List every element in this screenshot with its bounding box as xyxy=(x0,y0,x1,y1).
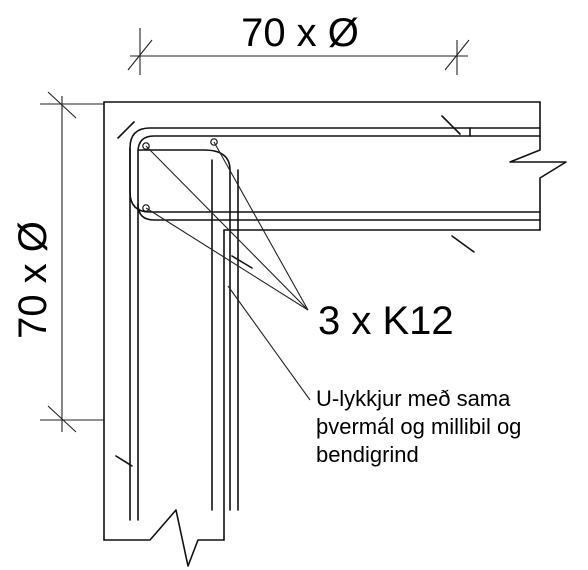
outer-rebar-inner-line xyxy=(137,135,541,521)
left-dimension-tick-bottom xyxy=(47,405,77,433)
top-dimension-tick-right xyxy=(444,39,470,71)
beam-break-symbol xyxy=(509,101,567,231)
left-dimension-tick-top xyxy=(47,91,77,119)
u-loop-horizontal-lower xyxy=(129,147,541,213)
concrete-outline xyxy=(103,101,567,567)
top-dimension-label: 70 x Ø xyxy=(241,11,359,55)
left-dimension-label: 70 x Ø xyxy=(11,221,55,339)
hook-5 xyxy=(231,255,253,269)
note-line-3: bendigrind xyxy=(316,442,419,467)
u-loop-vertical-right xyxy=(137,149,231,511)
u-loop-note: U-lykkjur með sama þvermál og millibil o… xyxy=(316,386,521,467)
note-leader xyxy=(227,285,311,401)
leader-2 xyxy=(213,141,309,311)
top-dimension-tick-left xyxy=(127,39,153,71)
note-line-1: U-lykkjur með sama xyxy=(316,386,511,411)
leader-1 xyxy=(145,145,309,311)
hook-3 xyxy=(451,235,475,253)
u-loop-horizontal-lower-2 xyxy=(137,203,541,221)
hook-4 xyxy=(115,455,133,467)
left-dimension: 70 x Ø xyxy=(11,91,104,433)
note-line-2: þvermál og millibil og xyxy=(316,414,521,439)
hook-2 xyxy=(441,115,461,135)
hook-1 xyxy=(117,121,135,139)
rebar-label: 3 x K12 xyxy=(318,299,454,343)
top-dimension: 70 x Ø xyxy=(127,11,470,75)
leader-3 xyxy=(145,207,309,311)
rebar-callouts: 3 x K12 xyxy=(142,138,454,401)
column-break-symbol xyxy=(103,509,225,567)
